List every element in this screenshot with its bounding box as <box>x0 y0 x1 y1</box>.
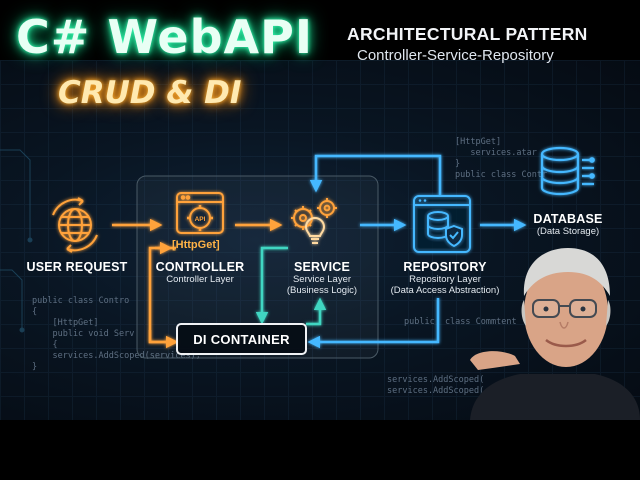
database-label: DATABASE <box>533 212 603 226</box>
arrow-service-to-di <box>255 246 288 325</box>
layer-panel <box>136 175 379 359</box>
database-server-icon <box>540 146 595 196</box>
gears-lightbulb-icon <box>291 198 337 244</box>
code-line: services.AddScoped( <box>387 375 485 385</box>
presenter-pointing-icon <box>470 248 640 420</box>
code-line: services.AddScoped( <box>387 386 485 396</box>
code-snippet-top-right: [HttpGet] services.atar}public class Con… <box>455 137 547 181</box>
code-line: public class Commtent <box>404 317 517 327</box>
service-sublabel-2: (Business Logic) <box>286 285 358 296</box>
code-line: services.atar <box>455 148 537 158</box>
controller-sublabel: Controller Layer <box>166 274 234 285</box>
globe-icon <box>52 197 98 253</box>
pattern-title: ARCHITECTURAL PATTERN <box>347 24 588 44</box>
di-service-arrows <box>255 246 327 326</box>
service-sublabel: Service Layer <box>292 274 352 285</box>
request-flow-arrows <box>112 218 283 349</box>
data-flow-arrows <box>307 154 527 349</box>
repository-label: REPOSITORY <box>403 260 487 274</box>
code-line: public class Contro <box>32 296 130 306</box>
http-get-tag: [HttpGet] <box>172 239 220 251</box>
code-line: { <box>32 307 38 317</box>
code-line: public class Contr <box>455 170 548 180</box>
user-request-node: USER REQUEST <box>22 260 132 274</box>
video-title: C# WebAPI <box>16 10 313 64</box>
api-window-icon <box>176 192 224 234</box>
code-line: } <box>32 362 38 372</box>
code-snippet-left: public class Contro{ [HttpGet] public vo… <box>32 296 201 373</box>
di-container-box: DI CONTAINER <box>176 323 307 355</box>
thumbnail-image <box>0 60 640 420</box>
service-label: SERVICE <box>293 260 351 274</box>
controller-node: CONTROLLER Controller Layer <box>150 260 250 285</box>
database-shield-icon <box>413 195 471 253</box>
repository-node: REPOSITORY Repository Layer (Data Access… <box>382 260 508 296</box>
code-line: { <box>32 340 58 350</box>
code-line: } <box>455 159 461 169</box>
arrow-controller-to-di <box>148 330 179 349</box>
code-snippet-bottom-right: services.AddScoped(services.AddScoped( <box>387 375 484 397</box>
api-icon-text: API <box>195 216 206 223</box>
service-node: SERVICE Service Layer (Business Logic) <box>268 260 376 296</box>
user-request-label: USER REQUEST <box>26 260 128 274</box>
arrow-repository-to-di <box>307 298 440 349</box>
code-line: public void Serv <box>32 329 135 339</box>
di-container-label: DI CONTAINER <box>193 331 290 347</box>
arrow-di-to-service <box>306 297 327 326</box>
circuit-traces <box>0 149 33 333</box>
arrow-repository-to-service <box>309 154 442 196</box>
repository-sublabel: Repository Layer <box>409 274 481 285</box>
background-grid <box>0 60 640 420</box>
controller-label: CONTROLLER <box>155 260 245 274</box>
video-subtitle: CRUD & DI <box>58 75 242 111</box>
pattern-subtitle: Controller-Service-Repository <box>357 47 554 64</box>
database-node: DATABASE (Data Storage) <box>520 212 616 237</box>
code-line: services.AddScoped(services); <box>32 351 201 361</box>
code-line: [HttpGet] <box>455 137 502 147</box>
repository-sublabel-2: (Data Access Abstraction) <box>390 285 500 296</box>
database-sublabel: (Data Storage) <box>536 226 600 237</box>
code-line: [HttpGet] <box>32 318 99 328</box>
code-snippet-mid-right: public class Commtent <box>404 317 517 328</box>
